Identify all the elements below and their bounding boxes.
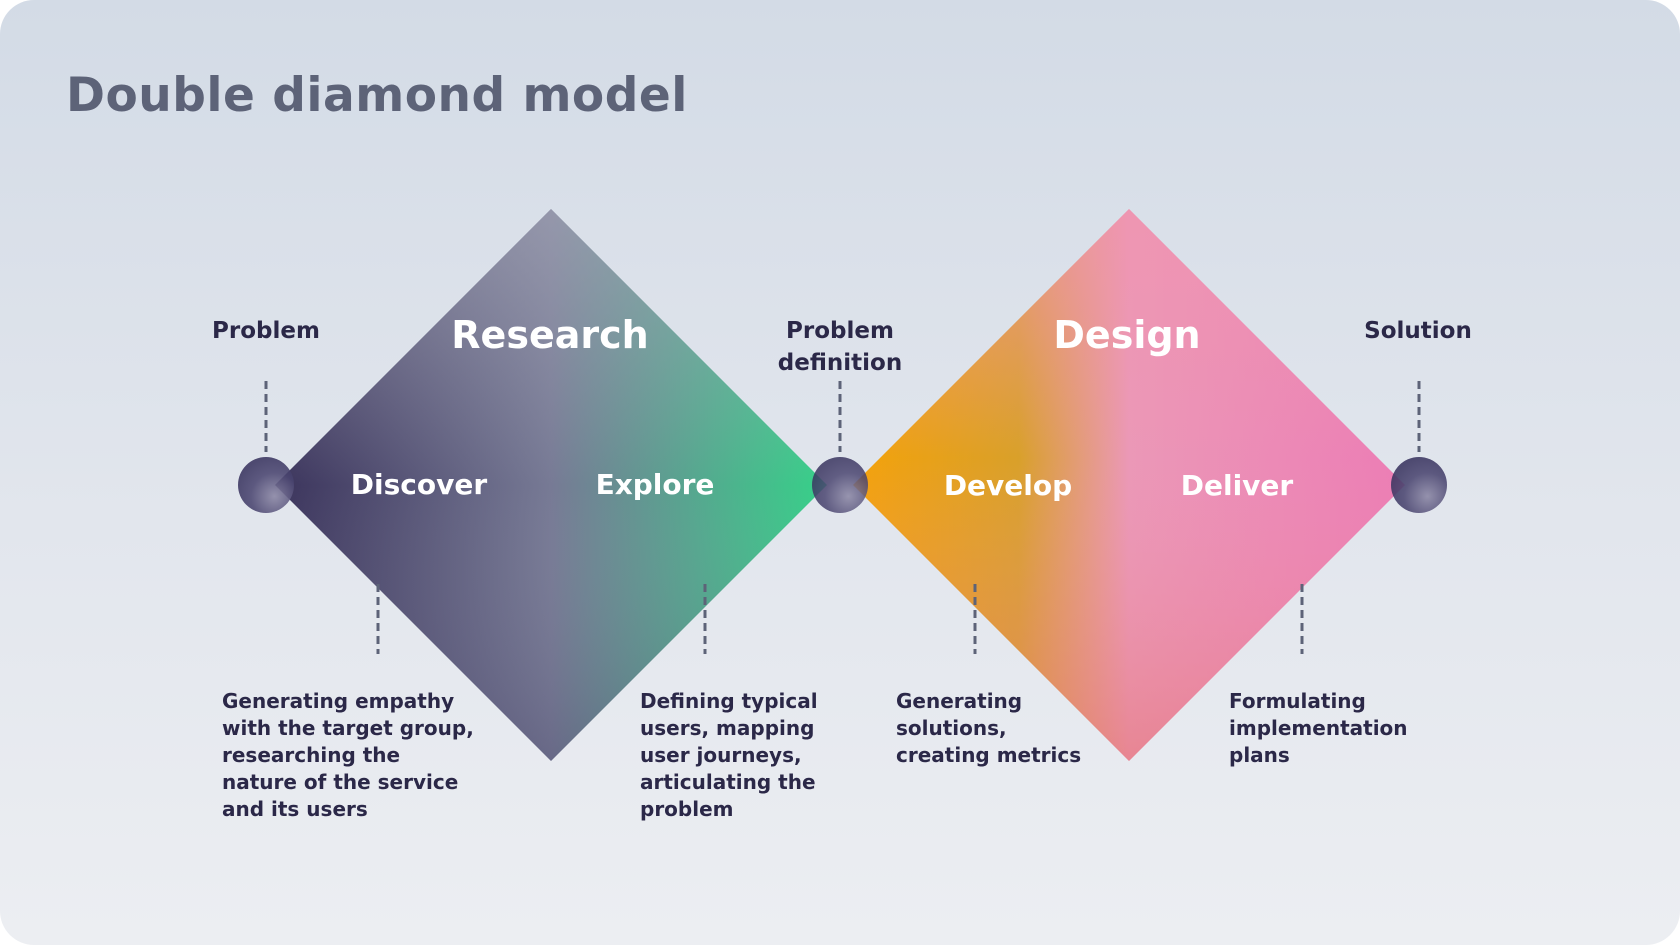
desc-line: Generating	[896, 689, 1023, 713]
desc-line: Defining typical	[640, 689, 818, 713]
deliver-label: Deliver	[1181, 469, 1294, 502]
design-diamond	[853, 209, 1405, 761]
problem-definition-label-2: definition	[778, 350, 902, 376]
research-diamond	[275, 209, 827, 761]
desc-line: Generating empathy	[222, 689, 455, 713]
desc-line: and its users	[222, 797, 368, 821]
problem-node	[238, 457, 294, 513]
desc-line: solutions,	[896, 716, 1007, 740]
desc-line: nature of the service	[222, 770, 459, 794]
desc-line: problem	[640, 797, 734, 821]
problem-label: Problem	[212, 318, 320, 344]
deliver-description: Formulating implementation plans	[1229, 688, 1499, 769]
desc-line: researching the	[222, 743, 401, 767]
design-title: Design	[1053, 313, 1200, 357]
dashed-connectors	[264, 381, 1421, 654]
discover-description: Generating empathy with the target group…	[222, 688, 492, 823]
desc-line: plans	[1229, 743, 1290, 767]
desc-line: creating metrics	[896, 743, 1082, 767]
solution-label: Solution	[1364, 318, 1472, 344]
problem-definition-label-1: Problem	[786, 318, 894, 344]
desc-line: implementation	[1229, 716, 1408, 740]
explore-label: Explore	[596, 468, 715, 501]
research-title: Research	[451, 313, 648, 357]
desc-line: Formulating	[1229, 689, 1366, 713]
desc-line: user journeys,	[640, 743, 802, 767]
problem-definition-node	[812, 457, 868, 513]
desc-line: users, mapping	[640, 716, 815, 740]
develop-label: Develop	[944, 469, 1072, 502]
discover-label: Discover	[351, 468, 488, 501]
desc-line: with the target group,	[222, 716, 474, 740]
desc-line: articulating the	[640, 770, 816, 794]
develop-description: Generating solutions, creating metrics	[896, 688, 1166, 769]
page-title: Double diamond model	[66, 68, 688, 123]
explore-description: Defining typical users, mapping user jou…	[640, 688, 910, 823]
solution-node	[1391, 457, 1447, 513]
